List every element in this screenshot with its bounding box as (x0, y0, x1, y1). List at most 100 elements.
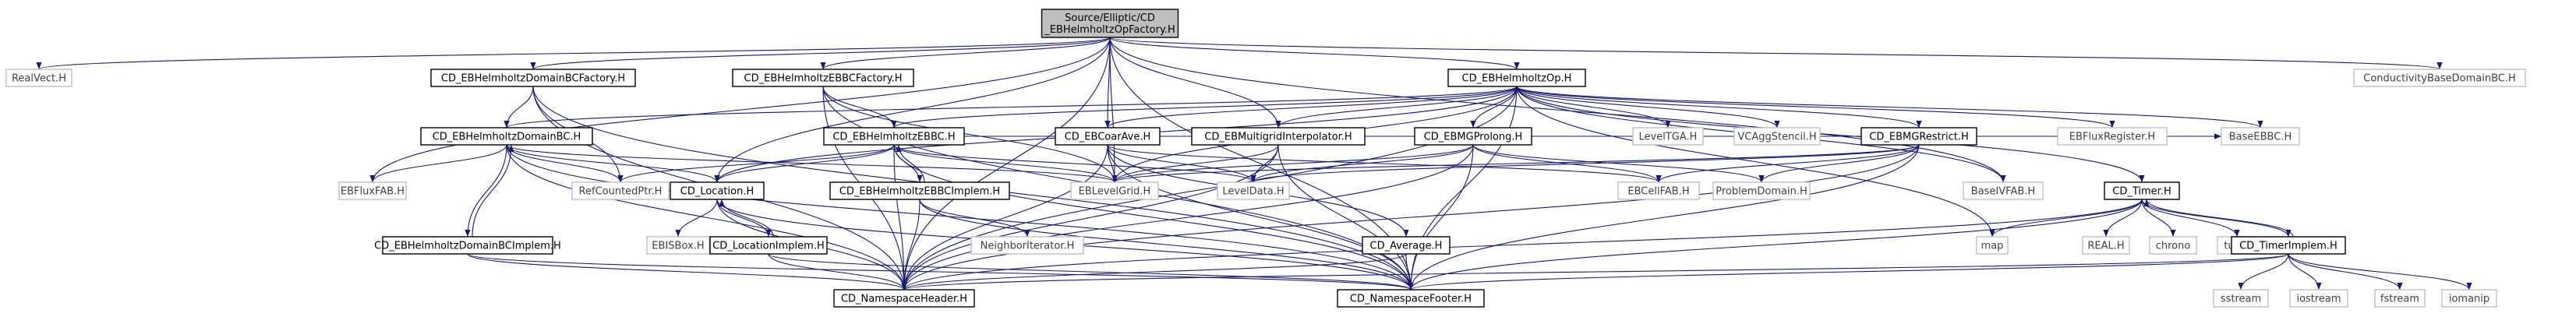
node-box (732, 69, 914, 87)
node-box (5, 69, 72, 87)
node-label: CD_EBMGProlong.H (1424, 132, 1523, 143)
node-source-elliptic-cd-ebhelmholtzopfactory-h[interactable]: Source/Elliptic/CD_EBHelmholtzOpFactory.… (1041, 9, 1179, 38)
node-box (420, 127, 593, 146)
node-box (1860, 127, 1977, 146)
node-cd-ebhelmholtzdomainbcimplem-h[interactable]: CD_EBHelmholtzDomainBCImplem.H (374, 236, 561, 255)
node-box (382, 236, 553, 255)
node-baseivfab-h: BaseIVFAB.H (1963, 181, 2044, 200)
node-box (338, 181, 407, 200)
edge-n10-to-n20 (1111, 144, 1474, 183)
edge-n0-to-n24 (1109, 37, 2006, 183)
node-cd-ebhelmholtzdomainbc-h[interactable]: CD_EBHelmholtzDomainBC.H (420, 127, 593, 146)
edge-n13-to-n22 (1655, 144, 1920, 183)
node-label: EBISBox.H (652, 241, 704, 252)
node-label: CD_Timer.H (2112, 186, 2171, 198)
edge-n0-to-n5 (1109, 37, 2442, 70)
edge-n0-to-n3 (820, 37, 1111, 70)
node-cd-ebhelmholtzebbcfactory-h[interactable]: CD_EBHelmholtzEBBCFactory.H (732, 69, 914, 87)
node-cd-timer-h[interactable]: CD_Timer.H (2104, 181, 2180, 200)
node-box (1632, 127, 1704, 146)
node-box (1217, 181, 1290, 200)
node-label: CD_EBHelmholtzDomainBCImplem.H (374, 241, 561, 252)
node-box (1963, 181, 2044, 200)
node-label: map (1981, 241, 2004, 252)
edge-n4-to-n7 (891, 86, 1518, 129)
node-cd-locationimplem-h[interactable]: CD_LocationImplem.H (709, 236, 828, 255)
edge-n8-to-n21 (1107, 144, 1256, 183)
edge-n4-to-n10 (1470, 86, 1518, 129)
node-box (970, 236, 1084, 255)
edge-n34-to-n39 (2288, 253, 2322, 291)
node-label: chrono (2156, 241, 2191, 252)
node-box (670, 181, 765, 200)
edge-n29-to-n36 (901, 253, 1407, 291)
node-neighboriterator-h: NeighborIterator.H (970, 236, 1084, 255)
node-box (1414, 127, 1532, 146)
node-eblevelgrid-h: EBLevelGrid.H (1070, 181, 1159, 200)
node-cd-ebmultigridinterpolator-h[interactable]: CD_EBMultigridInterpolator.H (1191, 127, 1366, 146)
node-cd-namespacefooter-h[interactable]: CD_NamespaceFooter.H (1337, 289, 1485, 308)
node-cd-ebmgrestrict-h[interactable]: CD_EBMGRestrict.H (1860, 127, 1977, 146)
edge-n27-to-n37 (768, 253, 1414, 291)
node-label: LevelData.H (1222, 186, 1284, 198)
node-vcaggstencil-h: VCAggStencil.H (1733, 127, 1821, 146)
node-label: BaseIVFAB.H (1971, 186, 2035, 198)
node-box (1733, 127, 1821, 146)
edge-n0-to-n9 (1109, 37, 1281, 129)
edge-n6-to-n36 (506, 144, 907, 291)
node-label: VCAggStencil.H (1737, 132, 1816, 143)
edge-n6-to-n18 (506, 144, 720, 183)
node-label: CD_TimerImplem.H (2239, 241, 2337, 252)
edge-n8-to-n36 (901, 144, 1108, 291)
node-label: CD_NamespaceHeader.H (841, 294, 967, 305)
node-label: EBLevelGrid.H (1079, 186, 1151, 198)
node-leveltga-h: LevelTGA.H (1632, 127, 1704, 146)
edge-n25-to-n36 (901, 199, 2143, 291)
edge-n10-to-n21 (1250, 144, 1474, 183)
node-cd-timerimplem-h[interactable]: CD_TimerImplem.H (2231, 236, 2346, 255)
edge-n34-to-n40 (2288, 253, 2403, 291)
node-iomanip: iomanip (2441, 289, 2497, 308)
edge-n18-to-n26 (675, 199, 718, 238)
node-cd-location-h[interactable]: CD_Location.H (670, 181, 765, 200)
node-box (1712, 181, 1811, 200)
node-label: CD_EBMGRestrict.H (1869, 132, 1968, 143)
node-cd-ebmgprolong-h[interactable]: CD_EBMGProlong.H (1414, 127, 1532, 146)
edge-n19-to-n7 (896, 144, 925, 183)
edge-n4-to-n25 (1516, 86, 2145, 183)
node-label: EBCellFAB.H (1627, 186, 1689, 198)
edge-n6-to-n16 (369, 144, 507, 183)
edge-n18-to-n27 (716, 199, 772, 238)
edge-n13-to-n21 (1250, 144, 1920, 183)
node-label: CD_EBCoarAve.H (1065, 132, 1151, 143)
node-cd-ebcoarave-h[interactable]: CD_EBCoarAve.H (1055, 127, 1161, 146)
node-ebfluxfab-h: EBFluxFAB.H (338, 181, 407, 200)
node-label: RealVect.H (12, 73, 66, 85)
edge-n25-to-n37 (1408, 199, 2143, 291)
node-label: EBFluxFAB.H (341, 186, 405, 198)
edge-n34-to-n36 (902, 253, 2289, 291)
edge-n13-to-n36 (901, 144, 1920, 291)
node-cd-ebhelmholtzdomainbcfactory-h[interactable]: CD_EBHelmholtzDomainBCFactory.H (430, 69, 636, 87)
node-ebfluxregister-h: EBFluxRegister.H (2057, 127, 2168, 146)
edge-n10-to-n37 (1408, 144, 1474, 291)
node-ebisbox-h: EBISBox.H (646, 236, 710, 255)
node-cd-average-h[interactable]: CD_Average.H (1362, 236, 1451, 255)
edge-n0-to-n18 (714, 37, 1111, 183)
node-label: CD_EBHelmholtzEBBCFactory.H (744, 73, 903, 85)
edge-n25-to-n31 (2103, 199, 2143, 238)
node-label: CD_NamespaceFooter.H (1350, 294, 1472, 305)
edge-n7-to-n20 (893, 144, 1118, 183)
edge-n4-to-n12 (1516, 86, 1780, 129)
node-box (833, 289, 975, 308)
edge-n13-to-n37 (1408, 144, 1920, 291)
node-cd-ebhelmholtzebbc-h[interactable]: CD_EBHelmholtzEBBC.H (823, 127, 965, 146)
edge-n6-to-n37 (506, 144, 1414, 291)
node-label: sstream (2221, 294, 2261, 305)
edge-n4-to-n13 (1516, 86, 1922, 129)
node-label: CD_EBHelmholtzEBBC.H (832, 132, 955, 143)
node-conductivitybasedomainbc-h: ConductivityBaseDomainBC.H (2353, 69, 2526, 87)
node-cd-ebhelmholtzop-h[interactable]: CD_EBHelmholtzOp.H (1447, 69, 1586, 87)
node-cd-ebhelmholtzebbcimplem-h[interactable]: CD_EBHelmholtzEBBCImplem.H (829, 181, 1010, 200)
node-cd-namespaceheader-h[interactable]: CD_NamespaceHeader.H (833, 289, 975, 308)
